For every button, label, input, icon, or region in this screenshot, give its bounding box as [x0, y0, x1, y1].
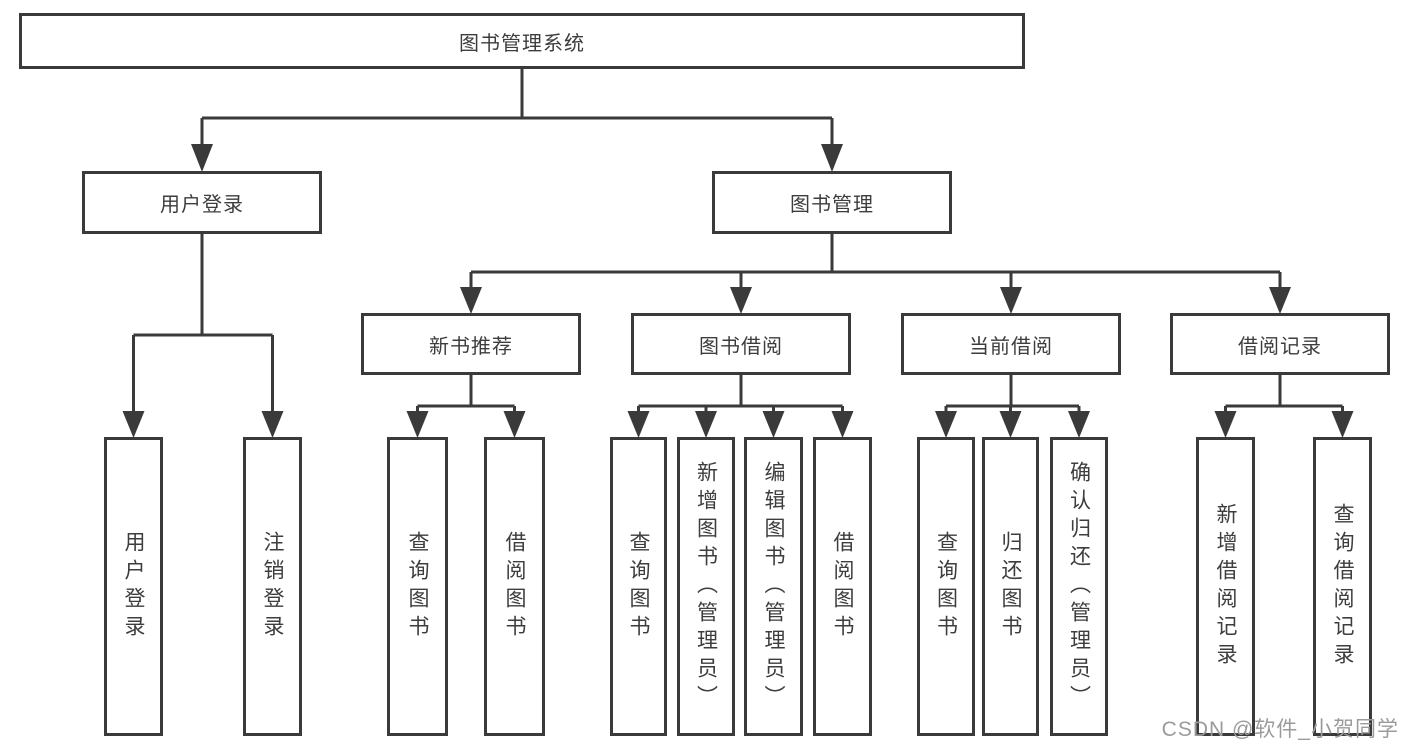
node-label: 新增借阅记录: [1214, 502, 1237, 671]
node-current-borrowing: 当前借阅: [901, 313, 1121, 375]
node-label: 新增图书（管理员）: [694, 460, 718, 713]
leaf-query-borrow-record: 查询借阅记录: [1313, 437, 1372, 736]
leaf-edit-book-admin: 编辑图书（管理员）: [744, 437, 803, 736]
watermark: CSDN @软件_小贺同学: [1161, 718, 1399, 741]
node-label: 图书管理: [790, 194, 874, 216]
leaf-query-books-current: 查询图书: [917, 437, 975, 736]
node-book-management: 图书管理: [712, 171, 952, 234]
node-label: 确认归还（管理员）: [1067, 460, 1091, 713]
node-label: 新书推荐: [429, 335, 513, 358]
node-label: 归还图书: [999, 530, 1022, 643]
node-label: 借阅图书: [503, 530, 526, 643]
node-label: 借阅图书: [831, 530, 854, 643]
node-label: 用户登录: [160, 194, 244, 216]
leaf-query-books-borrowing: 查询图书: [610, 437, 667, 736]
leaf-logout: 注销登录: [243, 437, 302, 736]
node-label: 查询图书: [627, 530, 650, 643]
node-label: 编辑图书（管理员）: [762, 460, 785, 713]
node-label: 当前借阅: [969, 335, 1053, 358]
node-label: 查询借阅记录: [1331, 502, 1354, 671]
node-new-book-recommendation: 新书推荐: [361, 313, 581, 375]
leaf-borrow-books: 借阅图书: [813, 437, 872, 736]
leaf-return-books: 归还图书: [982, 437, 1039, 736]
leaf-user-login: 用户登录: [104, 437, 163, 736]
node-label: 图书借阅: [699, 335, 783, 358]
leaf-add-borrow-record: 新增借阅记录: [1196, 437, 1255, 736]
node-label: 注销登录: [261, 530, 284, 643]
leaf-confirm-return-admin: 确认归还（管理员）: [1050, 437, 1108, 736]
node-borrowing-records: 借阅记录: [1170, 313, 1390, 375]
leaf-query-books-recommend: 查询图书: [387, 437, 448, 736]
node-user-login: 用户登录: [82, 171, 322, 234]
leaf-borrow-books-recommend: 借阅图书: [484, 437, 545, 736]
node-label: 用户登录: [122, 530, 145, 643]
node-book-borrowing: 图书借阅: [631, 313, 851, 375]
node-label: 借阅记录: [1238, 335, 1322, 358]
node-label: 图书管理系统: [459, 32, 585, 55]
node-label: 查询图书: [406, 530, 429, 643]
leaf-add-book-admin: 新增图书（管理员）: [677, 437, 735, 736]
node-root-library-management-system: 图书管理系统: [19, 13, 1025, 69]
node-label: 查询图书: [934, 530, 958, 643]
